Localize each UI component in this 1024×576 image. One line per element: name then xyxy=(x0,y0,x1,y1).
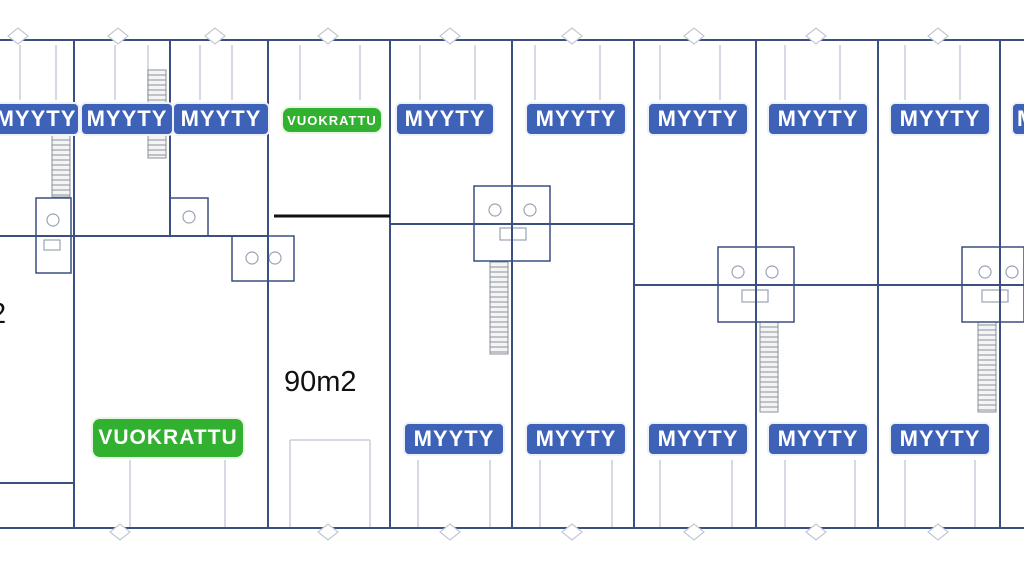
walls xyxy=(0,39,1024,529)
sold-badge: MYYTY xyxy=(174,104,268,134)
area-label: 90m2 xyxy=(284,366,357,398)
sold-badge: MYYTY xyxy=(769,104,867,134)
sold-badge: MYYTY xyxy=(527,104,625,134)
sold-badge: MYYTY xyxy=(649,104,747,134)
sold-badge: MYYTY xyxy=(0,104,78,134)
sold-badge: MYYTY xyxy=(649,424,747,454)
entrance-markers xyxy=(7,27,949,541)
rented-badge: VUOKRATTU xyxy=(283,108,381,132)
sold-badge: MYYTY xyxy=(397,104,493,134)
sold-badge: MYYTY xyxy=(891,104,989,134)
sold-badge: MYYTY xyxy=(1013,104,1024,134)
sold-badge: MYYTY xyxy=(769,424,867,454)
sold-badge: MYYTY xyxy=(527,424,625,454)
sold-badge: MYYTY xyxy=(405,424,503,454)
sold-badge: MYYTY xyxy=(82,104,172,134)
rented-badge: VUOKRATTU xyxy=(93,419,243,457)
sold-badge: MYYTY xyxy=(891,424,989,454)
area-label: 2 xyxy=(0,298,6,331)
bathroom-blocks xyxy=(35,185,1024,323)
stair-steps xyxy=(52,74,996,411)
interior-lines xyxy=(19,45,976,528)
